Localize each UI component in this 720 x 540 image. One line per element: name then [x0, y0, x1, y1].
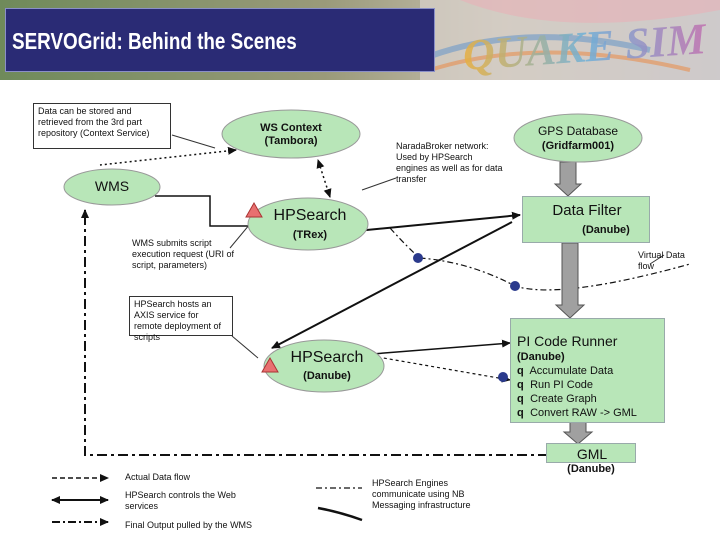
callout-pointer-line [231, 335, 259, 359]
legend-nb-solid-line [317, 506, 363, 522]
wms-title: WMS [94, 178, 130, 194]
page-title: SERVOGrid: Behind the Scenes [12, 28, 297, 54]
gml-host: (Danube) [567, 463, 615, 475]
pi-item-list: q Accumulate Data q Run PI Code q Create… [517, 364, 665, 420]
gml-node[interactable]: GML [546, 443, 636, 463]
pi-code-runner-host: (Danube) [517, 351, 565, 363]
hpsearch-danube-ellipse [263, 339, 385, 393]
wms-ellipse [63, 168, 161, 206]
list-item: q Accumulate Data [517, 364, 665, 378]
callout-data-store: Data can be stored and retrieved from th… [33, 103, 171, 149]
gps-database-host: (Gridfarm001) [541, 140, 615, 152]
quakesim-logo: QUAKE SIM [461, 14, 709, 80]
block-arrow-down [554, 242, 586, 319]
logo: QUAKE SIM [450, 8, 718, 80]
legend-engines-label: HPSearch Engines communicate using NB Me… [372, 478, 471, 510]
list-item: q Create Graph [517, 392, 665, 406]
ws-context-dotted-arrow [316, 159, 332, 198]
callout-pointer-line [649, 254, 665, 265]
pi-item-label: Accumulate Data [529, 365, 614, 377]
hpsearch-control-arrow [271, 221, 513, 349]
callout-hpsearch-hosts: HPSearch hosts an AXIS service for remot… [129, 296, 233, 342]
hpsearch-trex-node[interactable]: HPSearch (TRex) [240, 196, 370, 254]
virtual-data-flow-label: Virtual Data flow [638, 250, 685, 271]
hpsearch-trex-ellipse [247, 197, 369, 251]
hpsearch-trex-host: (TRex) [292, 229, 328, 241]
callout-pointer-line [361, 177, 397, 191]
checkbox-icon: q [517, 365, 524, 377]
legend-final-label: Final Output pulled by the WMS [125, 520, 253, 530]
gps-database-node[interactable]: GPS Database (Gridfarm001) [512, 112, 644, 164]
block-arrow-down [562, 421, 594, 445]
pi-code-runner-node[interactable]: PI Code Runner (Danube) q Accumulate Dat… [510, 318, 665, 423]
data-filter-title: Data Filter [552, 202, 622, 219]
hpsearch-to-pi-dashed [371, 355, 511, 383]
ws-context-node[interactable]: WS Context (Tambora) [220, 108, 362, 160]
gps-database-ellipse [513, 113, 643, 163]
hpsearch-triangle-icon [261, 357, 279, 373]
hpsearch-trex-title: HPSearch [273, 207, 347, 224]
block-arrow-down [553, 161, 583, 197]
checkbox-icon: q [517, 407, 524, 419]
hpsearch-triangle-icon [245, 202, 263, 218]
virtual-data-flow-line [389, 227, 691, 291]
list-item: q Run PI Code [517, 378, 665, 392]
pi-item-label: Run PI Code [530, 379, 594, 391]
hpsearch-control-arrow [345, 211, 521, 233]
pi-code-runner-title: PI Code Runner [517, 333, 618, 349]
callout-wms-submits: WMS submits script execution request (UR… [132, 238, 235, 270]
hpsearch-danube-host: (Danube) [303, 370, 351, 382]
wms-to-hpsearch-line [155, 195, 252, 227]
hpsearch-danube-node[interactable]: HPSearch (Danube) [256, 337, 386, 395]
data-filter-host: (Danube) [582, 224, 630, 236]
wms-context-dotted-arrow [99, 146, 237, 166]
narada-annotation: NaradaBroker network: Used by HPSearch e… [396, 141, 503, 184]
legend-actual-label: Actual Data flow [125, 472, 191, 482]
legend-controls-label: HPSearch controls the Web services [125, 490, 236, 511]
gml-title: GML [576, 446, 608, 462]
checkbox-icon: q [517, 393, 524, 405]
callout-pointer-line [171, 134, 216, 149]
ws-context-ellipse [221, 109, 361, 159]
wms-node[interactable]: WMS [62, 167, 162, 207]
nb-node-dot [498, 372, 508, 382]
nb-node-dot [413, 253, 423, 263]
list-item: q Convert RAW -> GML [517, 406, 665, 420]
hpsearch-to-pi-line [371, 339, 511, 355]
pi-item-label: Convert RAW -> GML [530, 407, 637, 419]
ws-context-host: (Tambora) [264, 135, 318, 147]
checkbox-icon: q [517, 379, 524, 391]
pi-item-label: Create Graph [530, 393, 597, 405]
data-filter-node[interactable]: Data Filter (Danube) [522, 196, 650, 243]
ws-context-title: WS Context [260, 122, 322, 134]
nb-node-dot [510, 281, 520, 291]
final-output-line [81, 209, 548, 456]
hpsearch-danube-title: HPSearch [290, 349, 364, 366]
gps-database-title: GPS Database [537, 124, 619, 138]
title-box [5, 8, 435, 72]
